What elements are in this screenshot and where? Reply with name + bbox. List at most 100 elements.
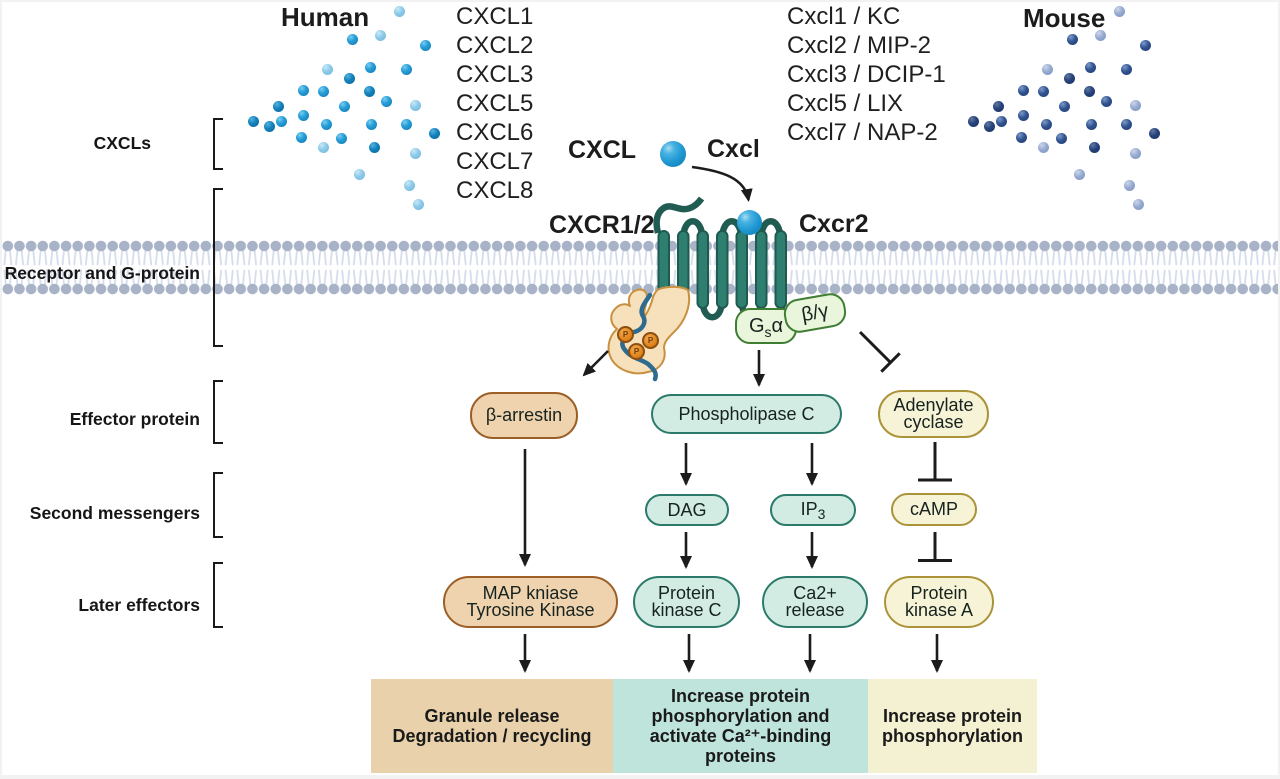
bracket-effector [213, 380, 223, 444]
ligand-dot [983, 121, 995, 133]
ligand-dot [400, 118, 412, 130]
ligand-dot [317, 141, 329, 153]
ip3-label: IP3 [800, 499, 826, 522]
node-dag: DAG [645, 494, 729, 526]
ligand-dot [1059, 100, 1071, 112]
g-alpha-label: Gsα [748, 314, 784, 340]
node-pkc: Protein kinase C [633, 576, 740, 628]
bracket-receptor [213, 188, 223, 347]
ligand-dot [1040, 118, 1052, 130]
ligand-dot [363, 86, 375, 98]
cxcr12-label: CXCR1/2 [549, 211, 655, 239]
ligand-dot [1132, 198, 1144, 210]
ligand-dot [320, 118, 332, 130]
ligand-dot [995, 116, 1007, 127]
node-ca-release: Ca2+ release [762, 576, 868, 628]
row-label-second: Second messengers [29, 503, 200, 523]
list-item: CXCL5 [456, 90, 534, 117]
ligand-dot [1130, 148, 1142, 159]
receptor-n-terminus [653, 196, 705, 234]
list-item: Cxcl5 / LIX [787, 90, 904, 117]
ligand-dot [1140, 39, 1152, 51]
inhibit-camp-pka [918, 532, 952, 562]
ligand-dot [317, 85, 329, 97]
ligand-dot [298, 110, 309, 122]
list-item: Cxcl3 / DCIP-1 [787, 61, 946, 88]
ligand-dot [1130, 100, 1142, 112]
ligand-dot [339, 100, 351, 112]
signal-connectors [519, 165, 952, 673]
ligand-dot [321, 64, 333, 76]
outcome-phosphorylation-ca: Increase protein phosphorylation and act… [613, 679, 868, 773]
ligand-dot [993, 100, 1005, 112]
ligand-dot [295, 131, 307, 143]
ligand-dot [1120, 118, 1132, 130]
ligand-dot [403, 179, 415, 191]
ligand-dot [1149, 127, 1161, 139]
mouse-title: Mouse [1023, 3, 1106, 33]
ligand-dot [354, 168, 366, 180]
node-ip3: IP3 [770, 494, 856, 526]
bracket-second [213, 472, 223, 538]
ligand-dot [412, 198, 424, 210]
ligand-dot [410, 100, 422, 112]
ligand-dot [380, 96, 392, 107]
ligand-dot [1095, 30, 1107, 42]
ligand-dot [1066, 34, 1078, 46]
node-b-arrestin: β-arrestin [470, 392, 578, 439]
human-title: Human [281, 2, 370, 32]
phospho-site: P [628, 343, 645, 360]
list-item: CXCL1 [456, 3, 534, 30]
cxcl-label: CXCL [568, 136, 637, 164]
outcome-phosphorylation: Increase protein phosphorylation [868, 679, 1037, 773]
ligand-dot [400, 63, 412, 75]
phospho-site: P [642, 332, 659, 349]
phospho-site: P [617, 326, 634, 343]
ligand-dot [365, 61, 377, 73]
ligand-dot [1120, 63, 1132, 75]
list-item: CXCL2 [456, 32, 534, 59]
ligand-dot [275, 116, 287, 127]
list-item: CXCL8 [456, 177, 534, 204]
list-item: CXCL6 [456, 119, 534, 146]
ligand-dot [1089, 142, 1101, 154]
list-item: Cxcl2 / MIP-2 [787, 32, 932, 59]
ligand-dot [365, 118, 377, 130]
ligand-dot [1015, 131, 1027, 143]
ligand-dot [1018, 110, 1029, 122]
node-phospholipase-c: Phospholipase C [651, 394, 842, 434]
ligand-dot [420, 39, 432, 51]
node-adenylate-cyclase: Adenylate cyclase [878, 390, 989, 438]
ligand-dot [1100, 96, 1112, 107]
ligand-dot [346, 34, 358, 46]
ligand-dot [394, 6, 406, 18]
ligand-dot [1114, 6, 1126, 18]
ligand-dot [343, 73, 355, 85]
inhibit-receptor-ac [858, 330, 901, 373]
ligand-dot [248, 116, 259, 128]
ligand-dot [1083, 86, 1095, 98]
row-brackets [213, 118, 223, 628]
ligand-dot [369, 142, 381, 154]
ligand-binding-arrow [691, 165, 753, 202]
ligand-dot [1041, 64, 1053, 76]
row-label-cxcls: CXCLs [93, 133, 151, 153]
mouse-ligand-cluster [952, 2, 1182, 222]
node-camp: cAMP [891, 493, 977, 526]
human-ligand-list: CXCL1 CXCL2 CXCL3 CXCL5 CXCL6 CXCL7 CXCL… [456, 2, 533, 205]
ligand-dot [273, 100, 285, 112]
ligand-dot [1074, 168, 1086, 180]
inhibit-ac-camp [918, 442, 952, 482]
ligand-dot [410, 148, 422, 159]
list-item: CXCL3 [456, 61, 534, 88]
ligand-dot [1085, 61, 1097, 73]
ligand-dot [263, 121, 275, 133]
ligand-dot [335, 133, 347, 144]
outcome-granule-release: Granule release Degradation / recycling [371, 679, 613, 773]
free-ligand-ball [660, 141, 686, 167]
ligand-dot [1063, 73, 1075, 85]
list-item: CXCL7 [456, 148, 534, 175]
row-label-receptor: Receptor and G-protein [4, 263, 200, 283]
ligand-dot [1123, 179, 1135, 191]
